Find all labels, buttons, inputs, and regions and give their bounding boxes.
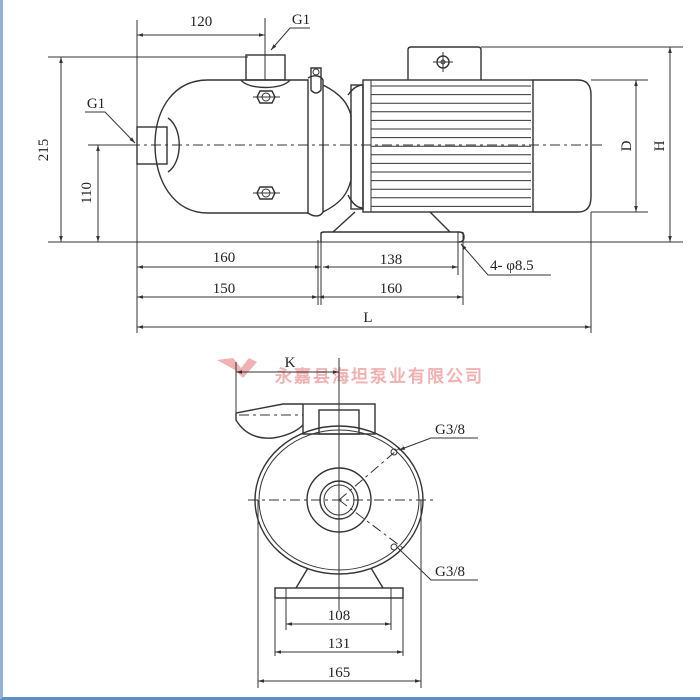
terminal-box [407, 46, 482, 80]
dim-foot-holes: 138 [380, 252, 403, 268]
ground-symbol-icon [433, 52, 453, 72]
outlet-boss [240, 79, 291, 89]
inlet-pipe [136, 126, 168, 165]
inlet-cap [167, 117, 180, 173]
dim-foot-length: 160 [380, 281, 403, 297]
motor-bracket [322, 84, 352, 213]
outlet-pipe-front [235, 403, 304, 439]
watermark-text: 永嘉县海坦泵业有限公司 [274, 366, 484, 387]
dim-total-height: H [652, 140, 668, 151]
plug-bolt-top-icon [253, 90, 280, 104]
outlet-pipe [245, 54, 286, 81]
foot-legs-front [295, 567, 384, 589]
dim-k: K [285, 355, 296, 371]
dim-outlet-offset: 120 [190, 14, 213, 30]
company-logo-icon [217, 358, 257, 378]
dim-foot-width: 131 [328, 636, 351, 652]
clamp-flange [307, 75, 324, 217]
front-view: K 108 131 165 G3/8 G3/8 [235, 355, 478, 688]
foot-base-front [274, 587, 404, 599]
mounting-holes-label: 4- φ8.5 [490, 258, 534, 274]
dim-inlet-to-foot-1: 160 [213, 250, 236, 266]
vent-screw-icon [310, 67, 322, 94]
pump-drawing-svg: 120 G1 G1 215 110 D H 160 138 150 160 L … [36, 12, 683, 688]
dim-motor-diameter: D [619, 140, 635, 151]
port-bottom-icon [390, 543, 398, 551]
outlet-label: G1 [292, 12, 310, 28]
pump-casing [154, 79, 309, 214]
inlet-label: G1 [87, 96, 105, 112]
dim-overall-height: 215 [36, 139, 52, 162]
dim-hole-spacing: 108 [328, 608, 351, 624]
port-top-icon [390, 448, 398, 456]
cooling-fins [370, 80, 531, 212]
dim-body-width: 165 [328, 665, 351, 681]
foot-legs [332, 211, 451, 233]
side-view: 120 G1 G1 215 110 D H 160 138 150 160 L … [36, 12, 683, 333]
dim-total-length: L [363, 310, 372, 326]
dim-inlet-to-foot-2: 150 [213, 281, 236, 297]
fan-cover [533, 79, 592, 213]
mounting-foot [320, 231, 465, 243]
port-top-label: G3/8 [435, 422, 465, 438]
port-bottom-label: G3/8 [435, 564, 465, 580]
dim-center-height: 110 [79, 182, 95, 204]
motor-body [362, 79, 534, 213]
plug-bolt-bottom-icon [253, 186, 280, 200]
